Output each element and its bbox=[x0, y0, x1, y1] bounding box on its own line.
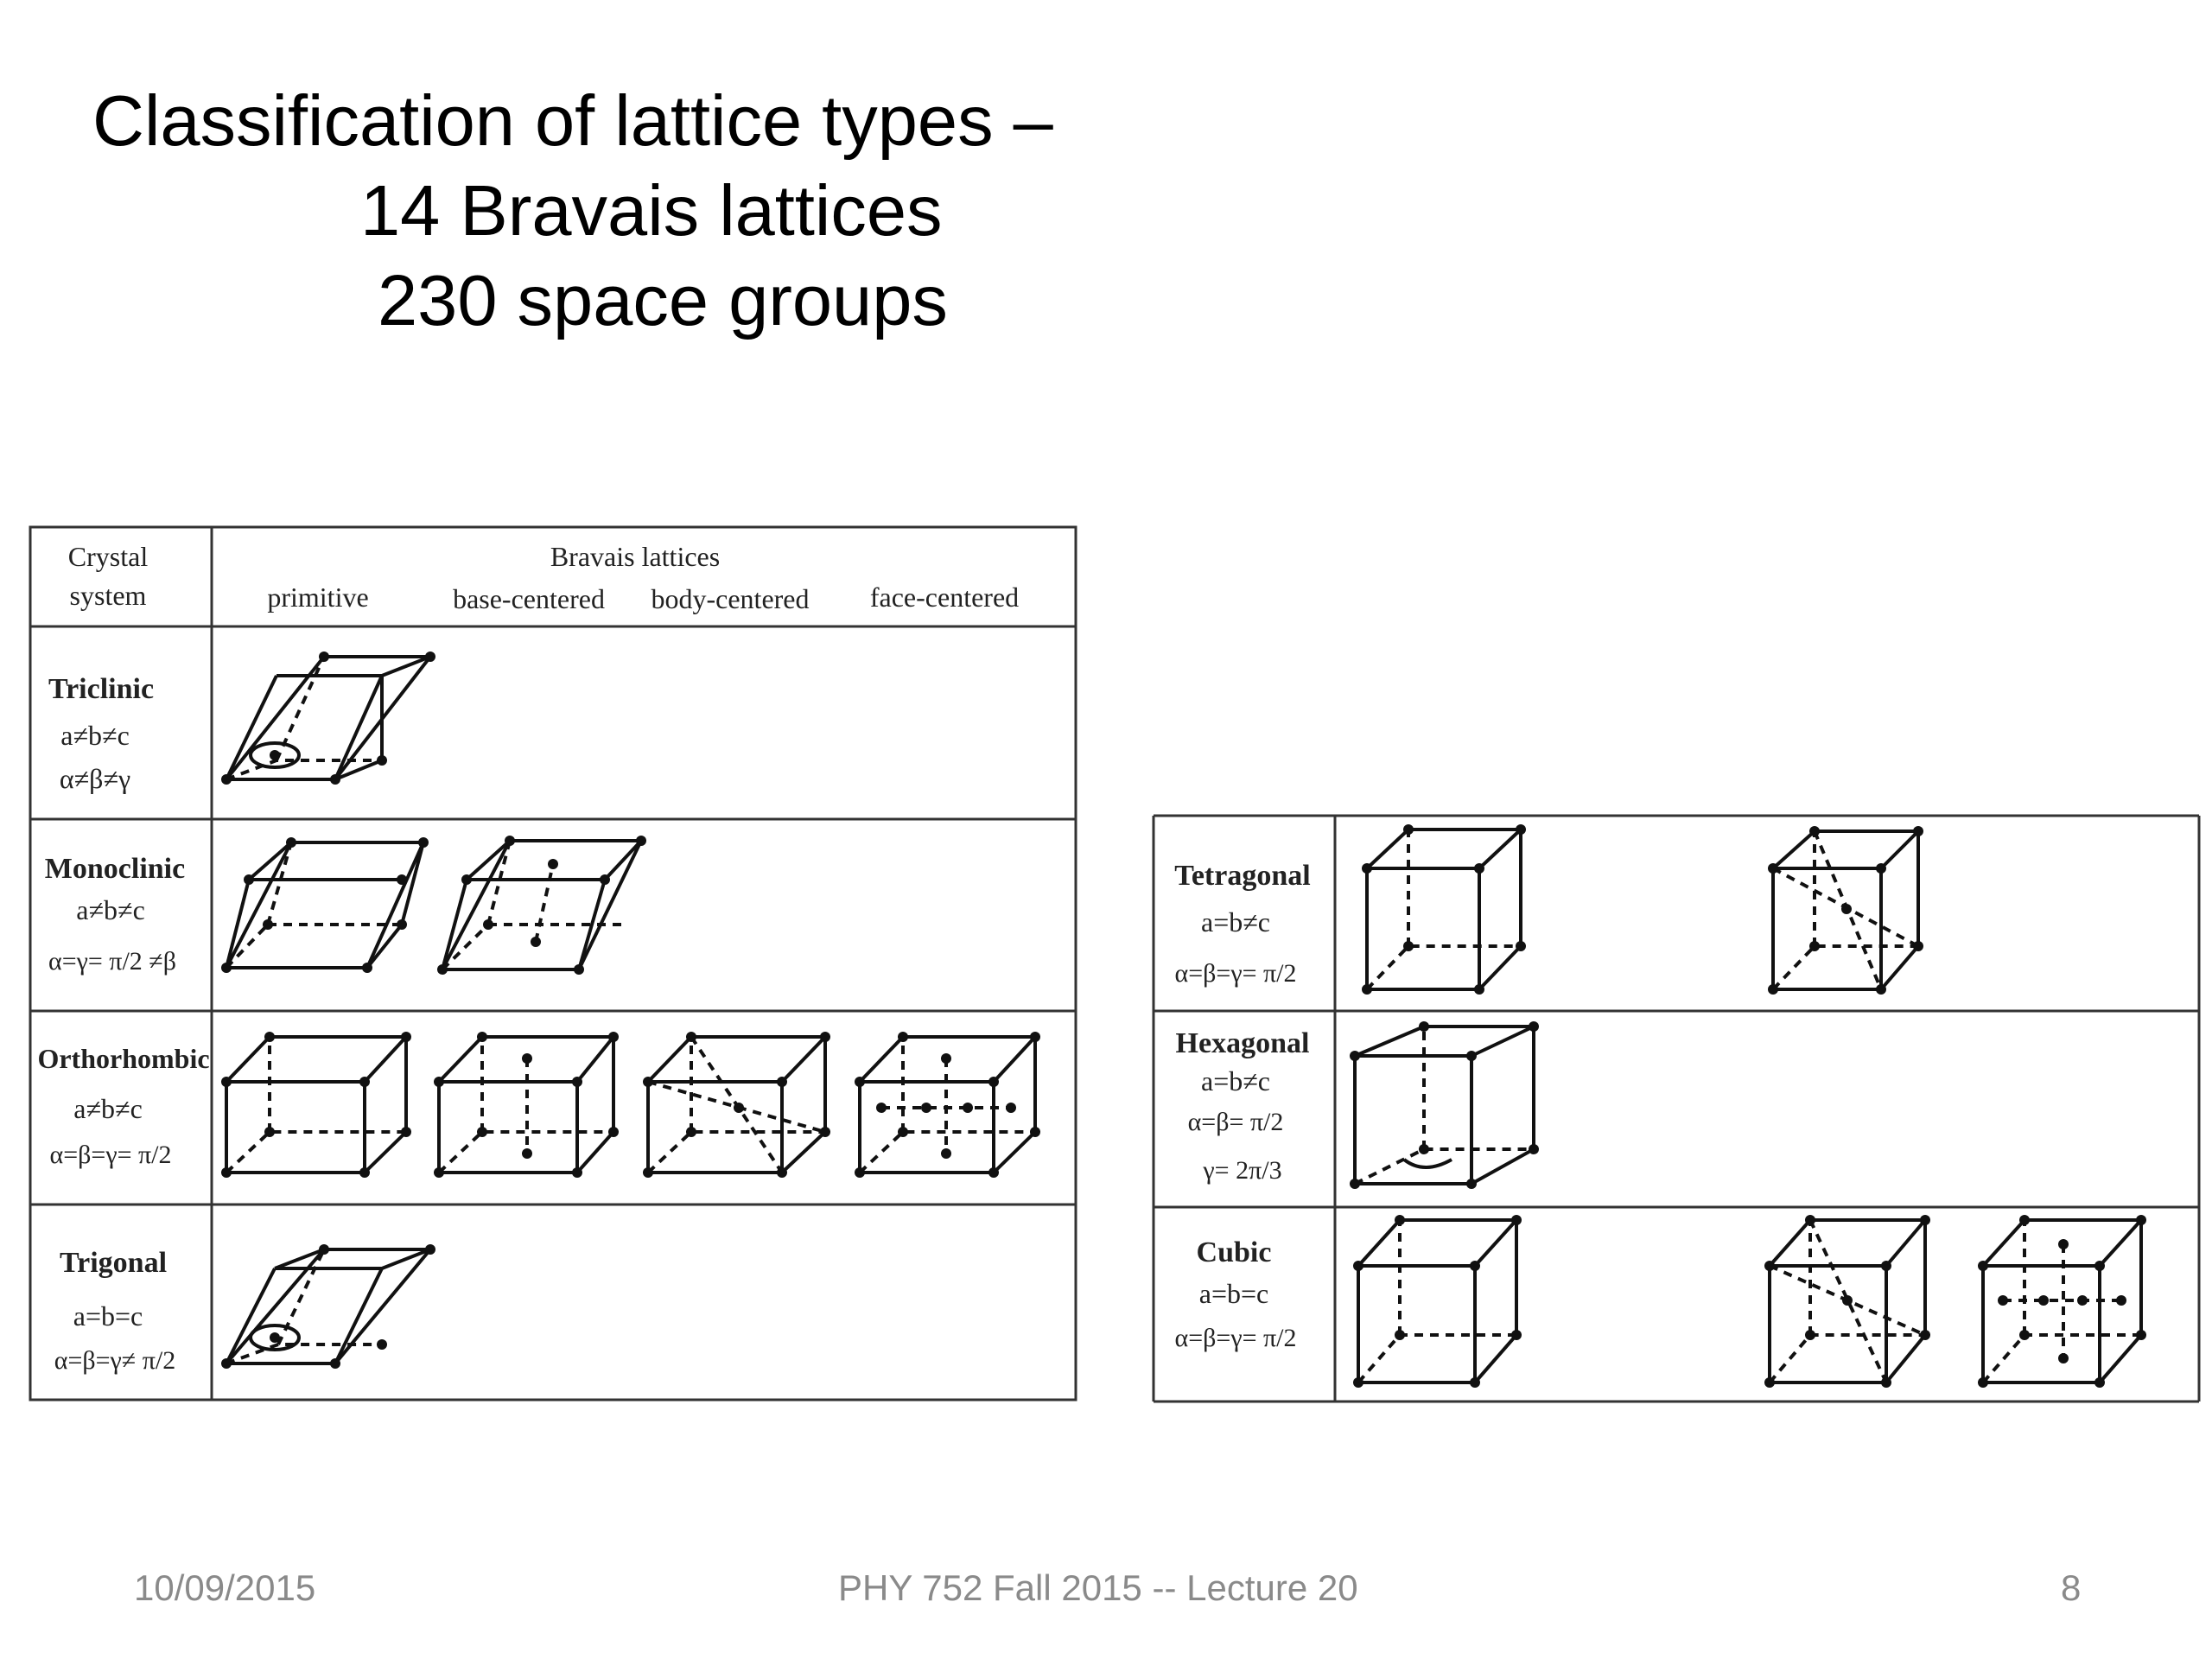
row-orthorhombic-c2: α=β=γ= π/2 bbox=[50, 1141, 172, 1169]
header-primitive: primitive bbox=[267, 582, 368, 613]
row-cubic-c2: α=β=γ= π/2 bbox=[1175, 1324, 1297, 1352]
row-tetragonal-name: Tetragonal bbox=[1174, 860, 1310, 892]
slide-title-line-1: Classification of lattice types – bbox=[92, 80, 1053, 161]
footer-page-number: 8 bbox=[2061, 1567, 2082, 1608]
row-triclinic-name: Triclinic bbox=[48, 673, 154, 705]
header-body-centered: body-centered bbox=[651, 583, 809, 614]
row-monoclinic-c1: a≠b≠c bbox=[76, 894, 145, 925]
slide-title-line-3: 230 space groups bbox=[378, 260, 948, 340]
row-tetragonal-c1: a=b≠c bbox=[1201, 906, 1270, 938]
row-hexagonal-name: Hexagonal bbox=[1176, 1027, 1310, 1059]
right-table-grid bbox=[1152, 814, 2201, 1403]
lattice-points-left bbox=[221, 652, 1040, 1369]
row-hexagonal-c1: a=b≠c bbox=[1201, 1065, 1270, 1096]
hexagonal-primitive-lattice bbox=[1353, 1025, 1535, 1185]
row-hexagonal-c3: γ= 2π/3 bbox=[1202, 1156, 1281, 1185]
monoclinic-primitive-lattice bbox=[223, 841, 427, 969]
row-cubic-c1: a=b=c bbox=[1199, 1278, 1269, 1309]
header-base-centered: base-centered bbox=[453, 583, 605, 614]
cubic-primitive-lattice bbox=[1357, 1218, 1518, 1384]
monoclinic-base-centered-lattice bbox=[439, 839, 645, 971]
header-crystal-system-2: system bbox=[70, 580, 147, 611]
row-triclinic-c1: a≠b≠c bbox=[60, 720, 130, 751]
row-cubic-name: Cubic bbox=[1197, 1236, 1272, 1268]
row-trigonal-c1: a=b=c bbox=[73, 1300, 143, 1332]
header-bravais-lattices: Bravais lattices bbox=[550, 541, 720, 572]
footer-course: PHY 752 Fall 2015 -- Lecture 20 bbox=[838, 1567, 1358, 1608]
trigonal-primitive-lattice bbox=[222, 1248, 435, 1365]
slide-title-line-2: 14 Bravais lattices bbox=[360, 170, 943, 251]
left-table-grid bbox=[29, 525, 1077, 1402]
row-monoclinic-c2: α=γ= π/2 ≠β bbox=[48, 947, 176, 976]
row-hexagonal-c2: α=β= π/2 bbox=[1188, 1108, 1284, 1136]
lattice-points-right bbox=[1350, 824, 2146, 1388]
row-trigonal-c2: α=β=γ≠ π/2 bbox=[54, 1346, 176, 1375]
row-orthorhombic-c1: a≠b≠c bbox=[73, 1093, 143, 1124]
header-crystal-system-1: Crystal bbox=[68, 541, 149, 572]
row-monoclinic-name: Monoclinic bbox=[45, 853, 185, 885]
row-triclinic-c2: α≠β≠γ bbox=[60, 763, 130, 794]
row-tetragonal-c2: α=β=γ= π/2 bbox=[1175, 959, 1297, 988]
row-trigonal-name: Trigonal bbox=[60, 1247, 167, 1279]
row-orthorhombic-name: Orthorhombic bbox=[37, 1043, 209, 1074]
header-face-centered: face-centered bbox=[870, 582, 1019, 613]
triclinic-primitive-lattice bbox=[222, 655, 435, 781]
tetragonal-primitive-lattice bbox=[1365, 828, 1522, 991]
orthorhombic-primitive-lattice bbox=[225, 1035, 408, 1174]
footer-date: 10/09/2015 bbox=[134, 1567, 316, 1608]
